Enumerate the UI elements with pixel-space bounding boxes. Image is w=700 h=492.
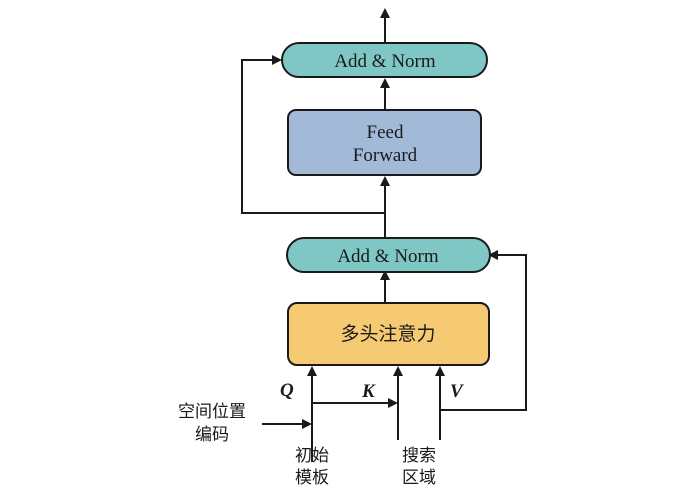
attention-label: 多头注意力 — [340, 323, 435, 345]
feed-forward-block: Feed Forward — [287, 109, 482, 176]
feed-forward-label-line2: Forward — [353, 145, 418, 166]
v-label: V — [450, 381, 464, 402]
feed-forward-label-line1: Feed — [367, 122, 404, 143]
positional-encoding-label-line2: 编码 — [195, 425, 229, 445]
k-label: K — [361, 381, 376, 402]
residual-ff-path — [241, 55, 385, 214]
add-norm-top-label: Add & Norm — [334, 51, 436, 72]
residual-attention-path — [440, 250, 527, 411]
attention-block: 多头注意力 — [287, 302, 490, 366]
template-label-line2: 模板 — [295, 468, 329, 488]
connectors — [241, 8, 527, 462]
positional-encoding-label-line1: 空间位置 — [178, 402, 246, 422]
add-norm-bottom-label: Add & Norm — [337, 246, 439, 267]
q-label: Q — [280, 380, 294, 401]
add-norm-top-block: Add & Norm — [281, 42, 488, 78]
template-label-line1: 初始 — [295, 446, 329, 466]
add-norm-bottom-block: Add & Norm — [286, 237, 491, 273]
search-region-label-line1: 搜索 — [402, 446, 436, 466]
search-region-label-line2: 区域 — [402, 468, 436, 488]
